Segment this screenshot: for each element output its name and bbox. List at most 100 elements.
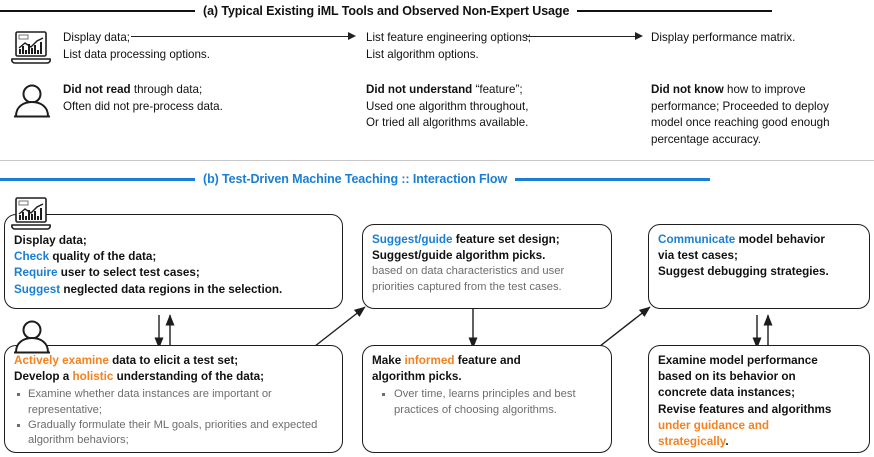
header-rule-left-b (0, 177, 195, 181)
tool-step-3-line1: Display performance matrix. (651, 31, 796, 44)
box-part-highlight: informed (404, 354, 455, 367)
box-line: via test cases; (658, 248, 860, 264)
box-part: Make (372, 354, 405, 367)
box-part: feature set design; (452, 233, 560, 246)
user-step-1: Did not read through data; Often did not… (63, 82, 323, 115)
box-line: algorithm picks. (372, 369, 602, 385)
box-part: Display data; (14, 234, 87, 247)
box-line: Actively examine data to elicit a test s… (14, 353, 333, 369)
examine-performance-box[interactable]: Examine model performance based on its b… (648, 345, 870, 453)
user-step-2-line2: Used one algorithm throughout, (366, 99, 529, 113)
user-step-3-bold: Did not know (651, 83, 724, 96)
tool-step-1-line1: Display data; (63, 31, 131, 44)
user-step-2-rest: “feature”; (472, 83, 523, 96)
actively-examine-box[interactable]: Actively examine data to elicit a test s… (4, 345, 343, 453)
box-line: concrete data instances; (658, 385, 860, 401)
box-part: neglected data regions in the selection. (60, 282, 283, 296)
section-b-title: (b) Test-Driven Machine Teaching :: Inte… (203, 172, 508, 186)
tool-step-2-line1: List feature engineering options; (366, 31, 532, 44)
list-item: Over time, learns principles and best pr… (372, 387, 602, 418)
box-part: Revise features and algorithms (658, 402, 832, 416)
box-part: Suggest/guide algorithm picks. (372, 249, 546, 263)
tool-step-2: List feature engineering options; List a… (366, 30, 611, 63)
box-part-highlight: holistic (72, 370, 114, 384)
box-part-highlight: strategically (658, 435, 726, 449)
box-line: Suggest debugging strategies. (658, 264, 860, 280)
section-b-header: (b) Test-Driven Machine Teaching :: Inte… (0, 172, 874, 186)
flow-arrow-2-line (526, 36, 636, 37)
suggest-feature-box[interactable]: Suggest/guide feature set design; Sugges… (362, 224, 612, 309)
box-part: Examine model performance (658, 354, 818, 367)
user-step-2-line3: Or tried all algorithms available. (366, 116, 529, 129)
laptop-chart-icon (10, 30, 52, 66)
box-part: . (725, 435, 729, 449)
user-step-2-bold: Did not understand (366, 83, 473, 96)
box-line: Check quality of the data; (14, 249, 333, 265)
section-a-title: (a) Typical Existing iML Tools and Obser… (203, 4, 570, 18)
header-rule-left (0, 10, 195, 12)
user-step-1-bold: Did not read (63, 83, 131, 96)
flow-arrow-1-line (131, 36, 349, 37)
box-line: Communicate model behavior (658, 232, 860, 248)
box-part: feature and (454, 354, 521, 367)
box-part-highlight: Require (14, 266, 58, 280)
box-line: under guidance and (658, 418, 860, 434)
box-subline: based on data characteristics and user (372, 265, 565, 278)
box-part-highlight: Check (14, 250, 50, 264)
tool-step-1-line2: List data processing options. (63, 47, 210, 61)
box-part: based on its behavior on (658, 370, 796, 384)
tool-step-2-line2: List algorithm options. (366, 47, 479, 61)
box-part: quality of the data; (49, 250, 157, 264)
tool-step-3: Display performance matrix. (651, 30, 871, 47)
box-part-highlight: Communicate (658, 233, 736, 246)
user-step-1-line2: Often did not pre-process data. (63, 99, 223, 113)
communicate-behavior-box[interactable]: Communicate model behavior via test case… (648, 224, 870, 309)
box-line: Make informed feature and (372, 353, 602, 369)
flow-arrow-1-head (348, 32, 356, 40)
box-line: Suggest/guide algorithm picks. (372, 248, 602, 264)
box-part-highlight: Actively examine (14, 354, 109, 367)
informed-picks-box[interactable]: Make informed feature and algorithm pick… (362, 345, 612, 453)
box-line: Suggest/guide feature set design; (372, 232, 602, 248)
list-item: Examine whether data instances are impor… (14, 387, 333, 418)
box-line: Examine model performance (658, 353, 860, 369)
list-item: Gradually formulate their ML goals, prio… (14, 418, 333, 449)
box-subline: priorities captured from the test cases. (372, 280, 562, 293)
tool-step-1: Display data; List data processing optio… (63, 30, 293, 63)
section-divider (0, 160, 874, 161)
box-part: model behavior (735, 233, 825, 246)
box-part: Suggest debugging strategies. (658, 265, 829, 279)
user-step-3-line2: performance; Proceeded to deploy (651, 99, 829, 113)
box-part: user to select test cases; (57, 266, 200, 280)
header-rule-right-b (515, 177, 711, 181)
box-part-highlight: under guidance and (658, 418, 770, 432)
bullet-list: Over time, learns principles and best pr… (372, 387, 602, 418)
box-line: Revise features and algorithms (658, 402, 860, 418)
box-part: concrete data instances; (658, 386, 796, 400)
user-step-3: Did not know how to improve performance;… (651, 82, 873, 148)
box-line: Display data; (14, 233, 333, 249)
display-data-box[interactable]: Display data; Check quality of the data;… (4, 214, 343, 309)
flow-arrow-2-head (635, 32, 643, 40)
box-line: strategically. (658, 434, 860, 450)
user-step-3-line4: percentage accuracy. (651, 132, 761, 146)
box-part-highlight: Suggest/guide (372, 233, 453, 246)
box-part: data to elicit a test set; (108, 354, 239, 367)
laptop-chart-icon-b (10, 196, 52, 232)
user-step-3-line3: model once reaching good enough (651, 116, 830, 129)
box-part: Develop a (14, 370, 73, 384)
person-icon (12, 82, 52, 120)
header-rule-right (577, 10, 773, 12)
user-step-2: Did not understand “feature”; Used one a… (366, 82, 631, 132)
section-a-header: (a) Typical Existing iML Tools and Obser… (0, 4, 874, 18)
box-part-highlight: Suggest (14, 282, 61, 296)
user-step-1-rest: through data; (130, 83, 203, 96)
user-step-3-rest: how to improve (723, 83, 806, 96)
box-line: Suggest neglected data regions in the se… (14, 282, 333, 298)
person-icon-b (12, 318, 52, 356)
box-part: algorithm picks. (372, 370, 462, 384)
box-part: via test cases; (658, 249, 738, 263)
box-line: based on its behavior on (658, 369, 860, 385)
box-line: Require user to select test cases; (14, 265, 333, 281)
